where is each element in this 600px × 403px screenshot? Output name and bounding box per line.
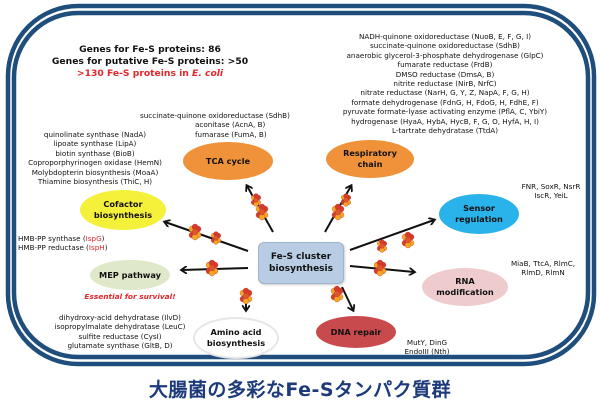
cofactor-gene-list: quinolinate synthase (NadA)lipoate synth…	[20, 130, 170, 186]
gene-entry: RlmD, RlmN	[521, 268, 565, 278]
gene-entry: IscR, YeiL	[534, 191, 568, 201]
node-amino-acid-biosynthesis: Amino acid biosynthesis	[193, 317, 279, 359]
amino-gene-list: dihydroxy-acid dehydratase (IlvD)isoprop…	[40, 313, 200, 351]
summary-genes-line: Genes for Fe-S proteins: 86	[79, 44, 221, 55]
gene-suffix: )	[104, 243, 108, 253]
node-mep-label: MEP pathway	[99, 269, 161, 280]
gene-suffix: )	[101, 234, 105, 243]
node-rna-label1: RNA	[455, 276, 475, 286]
fe-s-cluster-icon	[239, 287, 253, 305]
respiratory-gene-list: NADH-quinone oxidoreductase (NuoB, E, F,…	[340, 32, 550, 135]
gene-entry: HMB-PP synthase (IspG)	[18, 234, 128, 243]
gene-entry: L-tartrate dehydratase (TtdA)	[391, 126, 499, 136]
fe-s-cluster-icon	[341, 193, 351, 207]
arrow-to-cofactor	[165, 222, 249, 252]
gene-entry: glutamate synthase (GltB, D)	[67, 341, 173, 351]
node-tca-label: TCA cycle	[205, 155, 251, 166]
fe-s-cluster-icon	[188, 223, 202, 241]
node-cofactor-label1: Cofactor	[103, 199, 143, 209]
gene-entry: dihydroxy-acid dehydratase (IlvD)	[59, 313, 181, 322]
arrow-to-dna	[341, 286, 353, 310]
node-amino-label1: Amino acid	[210, 327, 262, 337]
node-respiratory-chain: Respiratory chain	[326, 140, 414, 178]
gene-entry: DMSO reductase (DmsA, B)	[395, 69, 495, 79]
gene-entry: biotin synthase (BioB)	[55, 148, 135, 158]
fe-s-cluster-icon	[211, 231, 221, 245]
mep-essential-note: Essential for survival!	[84, 292, 176, 301]
summary-total-line: >130 Fe-S proteins in E. coli	[0, 68, 300, 80]
node-sensor-label1: Sensor	[463, 203, 495, 213]
gene-entry: sulfite reductase (CysI)	[78, 331, 162, 341]
gene-entry: FNR, SoxR, NsrR	[521, 182, 581, 191]
node-sensor-label2: regulation	[455, 214, 503, 224]
tca-gene-list: succinate-quinone oxidoreductase (SdhB)a…	[140, 111, 310, 139]
gene-entry: fumarase (FumA, B)	[195, 129, 267, 139]
summary-total-prefix: >130 Fe-S proteins in	[76, 68, 193, 79]
gene-entry: formate dehydrogenase (FdnG, H, FdoG, H,…	[351, 97, 539, 107]
node-rna-label2: modification	[436, 287, 494, 297]
gene-entry: nitrite reductase (NirB, NrfC)	[393, 79, 497, 89]
gene-entry: pyruvate formate-lyase activating enzyme…	[342, 107, 548, 117]
gene-prefix: HMB-PP reductase (	[18, 243, 89, 253]
node-respiratory-label2: chain	[357, 159, 383, 169]
gene-entry: lipoate synthase (LipA)	[53, 139, 137, 149]
gene-entry: aconitase (AcnA, B)	[195, 120, 266, 130]
summary-organism: E. coli	[192, 68, 224, 79]
gene-prefix: HMB-PP synthase (	[18, 234, 86, 243]
node-sensor-regulation: Sensor regulation	[439, 194, 519, 234]
page-title: 大腸菌の多彩なFe-Sタンパク質群	[148, 379, 452, 401]
fe-s-cluster-icon	[255, 203, 269, 221]
center-label1: Fe-S cluster	[270, 252, 332, 262]
node-cofactor-biosynthesis: Cofactor biosynthesis	[80, 190, 166, 230]
node-rna-modification: RNA modification	[422, 268, 508, 306]
fe-s-cluster-icon	[401, 231, 415, 249]
node-tca-cycle: TCA cycle	[183, 142, 273, 180]
mep-gene-list: HMB-PP synthase (IspG)HMB-PP reductase (…	[18, 234, 128, 253]
center-label2: biosynthesis	[269, 264, 333, 274]
gene-entry: Thiamine biosynthesis (ThiC, H)	[37, 177, 153, 187]
gene-entry: hydrogenase (HyaA, HybA, HycB, F, G, O, …	[351, 116, 539, 126]
gene-name: IspH	[88, 243, 105, 253]
node-respiratory-label1: Respiratory	[343, 148, 397, 158]
gene-entry: nitrate reductase (NarH, G, Y, Z, NapA, …	[360, 88, 530, 98]
gene-entry: Coproporphyrinogen oxidase (HemN)	[28, 158, 162, 168]
gene-entry: EndoIII (Nth)	[404, 347, 450, 357]
summary-putative-line: Genes for putative Fe-S proteins: >50	[51, 56, 249, 67]
fe-s-cluster-icon	[251, 193, 261, 207]
gene-name: IspG	[85, 234, 102, 243]
gene-entry: fumarate reductase (FrdB)	[397, 60, 493, 70]
gene-entry: quinolinate synthase (NadA)	[43, 130, 147, 139]
gene-entry: Molybdopterin biosynthesis (MoaA)	[31, 167, 159, 177]
fe-s-cluster-icon	[331, 203, 345, 221]
fe-s-cluster-icon	[330, 285, 344, 303]
fe-s-cluster-icon	[205, 259, 219, 277]
gene-entry: anaerobic glycerol-3-phosphate dehydroge…	[346, 50, 544, 60]
gene-entry: HMB-PP reductase (IspH)	[18, 243, 128, 252]
arrow-to-sensor	[349, 220, 434, 251]
gene-entry: MutY, DinG	[406, 338, 448, 347]
gene-entry: NADH-quinone oxidoreductase (NuoB, E, F,…	[358, 32, 531, 41]
gene-entry: succinate-quinone oxidoreductase (SdhB)	[370, 41, 520, 51]
node-amino-label2: biosynthesis	[206, 338, 266, 348]
node-fe-s-cluster-biosynthesis: Fe-S cluster biosynthesis	[258, 242, 344, 284]
fe-s-cluster-icon	[373, 259, 387, 277]
gene-entry: MiaB, TtcA, RlmC,	[510, 259, 576, 268]
node-dna-label: DNA repair	[330, 326, 382, 337]
node-mep-pathway: MEP pathway	[90, 260, 170, 290]
fe-s-cluster-icon	[377, 239, 387, 253]
gene-entry: succinate-quinone oxidoreductase (SdhB)	[140, 111, 290, 120]
node-cofactor-label2: biosynthesis	[93, 210, 153, 220]
gene-entry: isopropylmalate dehydratase (LeuC)	[54, 322, 186, 332]
rna-gene-list: MiaB, TtcA, RlmC,RlmD, RlmN	[498, 259, 588, 278]
node-dna-repair: DNA repair	[316, 316, 396, 348]
